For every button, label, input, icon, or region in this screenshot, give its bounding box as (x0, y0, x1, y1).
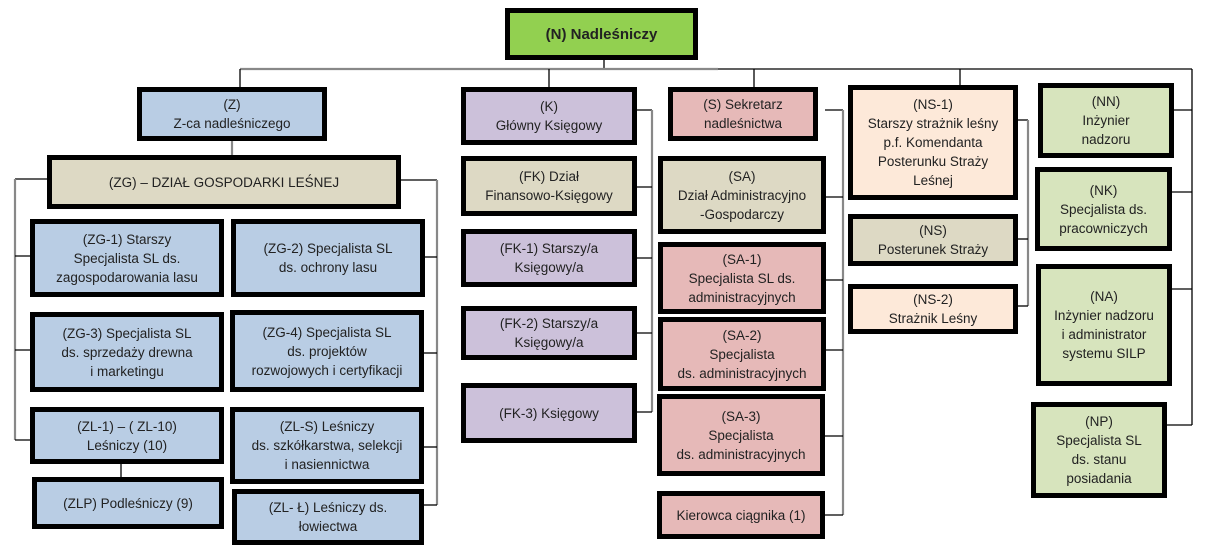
node-label: (ZL-S) Leśniczy ds. szkółkarstwa, selekc… (251, 419, 403, 472)
node-label: (SA-3) Specjalista ds. administracyjnych (676, 408, 806, 462)
node-ns1: (NS-1) Starszy strażnik leśny p.f. Komen… (848, 85, 1018, 200)
node-inzynier-nadzoru: (NN) Inżynier nadzoru (1038, 83, 1174, 158)
node-dzial-administracyjno-gospodarczy: (SA) Dział Administracyjno -Gospodarczy (658, 156, 826, 234)
node-label: (FK-3) Księgowy (499, 405, 599, 421)
node-label: Kierowca ciągnika (1) (676, 507, 806, 523)
node-label: (NS-2) Strażnik Leśny (888, 292, 978, 326)
node-label: (ZG) – DZIAŁ GOSPODARKI LEŚNEJ (108, 174, 340, 190)
node-dzial-finansowo-ksiegowy: (FK) Dział Finansowo-Księgowy (461, 156, 637, 216)
node-label: (FK-2) Starszy/a Księgowy/a (499, 316, 599, 350)
node-label: (NN) Inżynier nadzoru (1081, 94, 1131, 147)
node-kierowca-ciagnika: Kierowca ciągnika (1) (657, 491, 825, 539)
node-zastepca: (Z) Z-ca nadleśniczego (137, 87, 327, 141)
node-podlesniczy: (ZLP) Podleśniczy (9) (32, 477, 224, 529)
node-zll: (ZL- Ł) Leśniczy ds. łowiectwa (232, 489, 424, 545)
node-label: (SA-2) Specjalista ds. administracyjnych (677, 327, 807, 381)
node-label: (N) Nadleśniczy (545, 25, 658, 43)
node-zg1: (ZG-1) Starszy Specjalista SL ds. zagosp… (30, 219, 224, 297)
node-label: (FK-1) Starszy/a Księgowy/a (499, 241, 599, 275)
node-label: (ZG-1) Starszy Specjalista SL ds. zagosp… (56, 231, 198, 285)
node-zg2: (ZG-2) Specjalista SL ds. ochrony lasu (231, 219, 425, 297)
node-label: (Z) Z-ca nadleśniczego (173, 97, 291, 131)
node-label: (ZL-1) – ( ZL-10) Leśniczy (10) (77, 418, 177, 453)
node-specjalista-pracowniczych: (NK) Specjalista ds. pracowniczych (1035, 167, 1172, 251)
node-sa2: (SA-2) Specjalista ds. administracyjnych (658, 317, 826, 391)
node-label: (ZG-2) Specjalista SL ds. ochrony lasu (263, 241, 393, 275)
node-lesniczy: (ZL-1) – ( ZL-10) Leśniczy (10) (30, 407, 224, 464)
node-label: (NP) Specjalista SL ds. stanu posiadania (1056, 414, 1142, 486)
node-label: (SA) Dział Administracyjno -Gospodarczy (677, 168, 807, 222)
node-sekretarz: (S) Sekretarz nadleśnictwa (668, 87, 818, 141)
node-zg3: (ZG-3) Specjalista SL ds. sprzedaży drew… (30, 312, 224, 392)
node-sa1: (SA-1) Specjalista SL ds. administracyjn… (658, 242, 826, 314)
node-administrator-silp: (NA) Inżynier nadzoru i administrator sy… (1036, 264, 1172, 386)
node-label: (NA) Inżynier nadzoru i administrator sy… (1054, 289, 1154, 361)
node-label: (K) Główny Księgowy (495, 99, 603, 133)
node-label: (S) Sekretarz nadleśnictwa (703, 97, 783, 131)
node-nadlesniczy: (N) Nadleśniczy (505, 8, 698, 60)
node-posterunek-strazy: (NS) Posterunek Straży (848, 214, 1018, 266)
node-fk3: (FK-3) Księgowy (461, 383, 637, 443)
node-ns2: (NS-2) Strażnik Leśny (848, 284, 1018, 334)
node-specjalista-stanu-posiadania: (NP) Specjalista SL ds. stanu posiadania (1031, 402, 1167, 498)
node-label: (NS) Posterunek Straży (877, 223, 989, 257)
node-fk1: (FK-1) Starszy/a Księgowy/a (461, 229, 637, 287)
node-label: (ZL- Ł) Leśniczy ds. łowiectwa (268, 500, 388, 534)
node-label: (ZLP) Podleśniczy (9) (63, 495, 193, 511)
node-label: (FK) Dział Finansowo-Księgowy (485, 169, 613, 203)
node-zls: (ZL-S) Leśniczy ds. szkółkarstwa, selekc… (230, 407, 424, 484)
node-sa3: (SA-3) Specjalista ds. administracyjnych (657, 394, 825, 476)
node-label: (ZG-4) Specjalista SL ds. projektów rozw… (251, 324, 403, 378)
node-label: (NK) Specjalista ds. pracowniczych (1059, 182, 1148, 236)
node-zg4: (ZG-4) Specjalista SL ds. projektów rozw… (230, 310, 424, 392)
node-label: (ZG-3) Specjalista SL ds. sprzedaży drew… (61, 325, 193, 379)
node-glowny-ksiegowy: (K) Główny Księgowy (461, 87, 637, 145)
node-fk2: (FK-2) Starszy/a Księgowy/a (461, 306, 637, 360)
node-dzial-gospodarki-lesnej: (ZG) – DZIAŁ GOSPODARKI LEŚNEJ (47, 155, 401, 209)
node-label: (SA-1) Specjalista SL ds. administracyjn… (688, 251, 796, 305)
node-label: (NS-1) Starszy strażnik leśny p.f. Komen… (867, 97, 999, 188)
